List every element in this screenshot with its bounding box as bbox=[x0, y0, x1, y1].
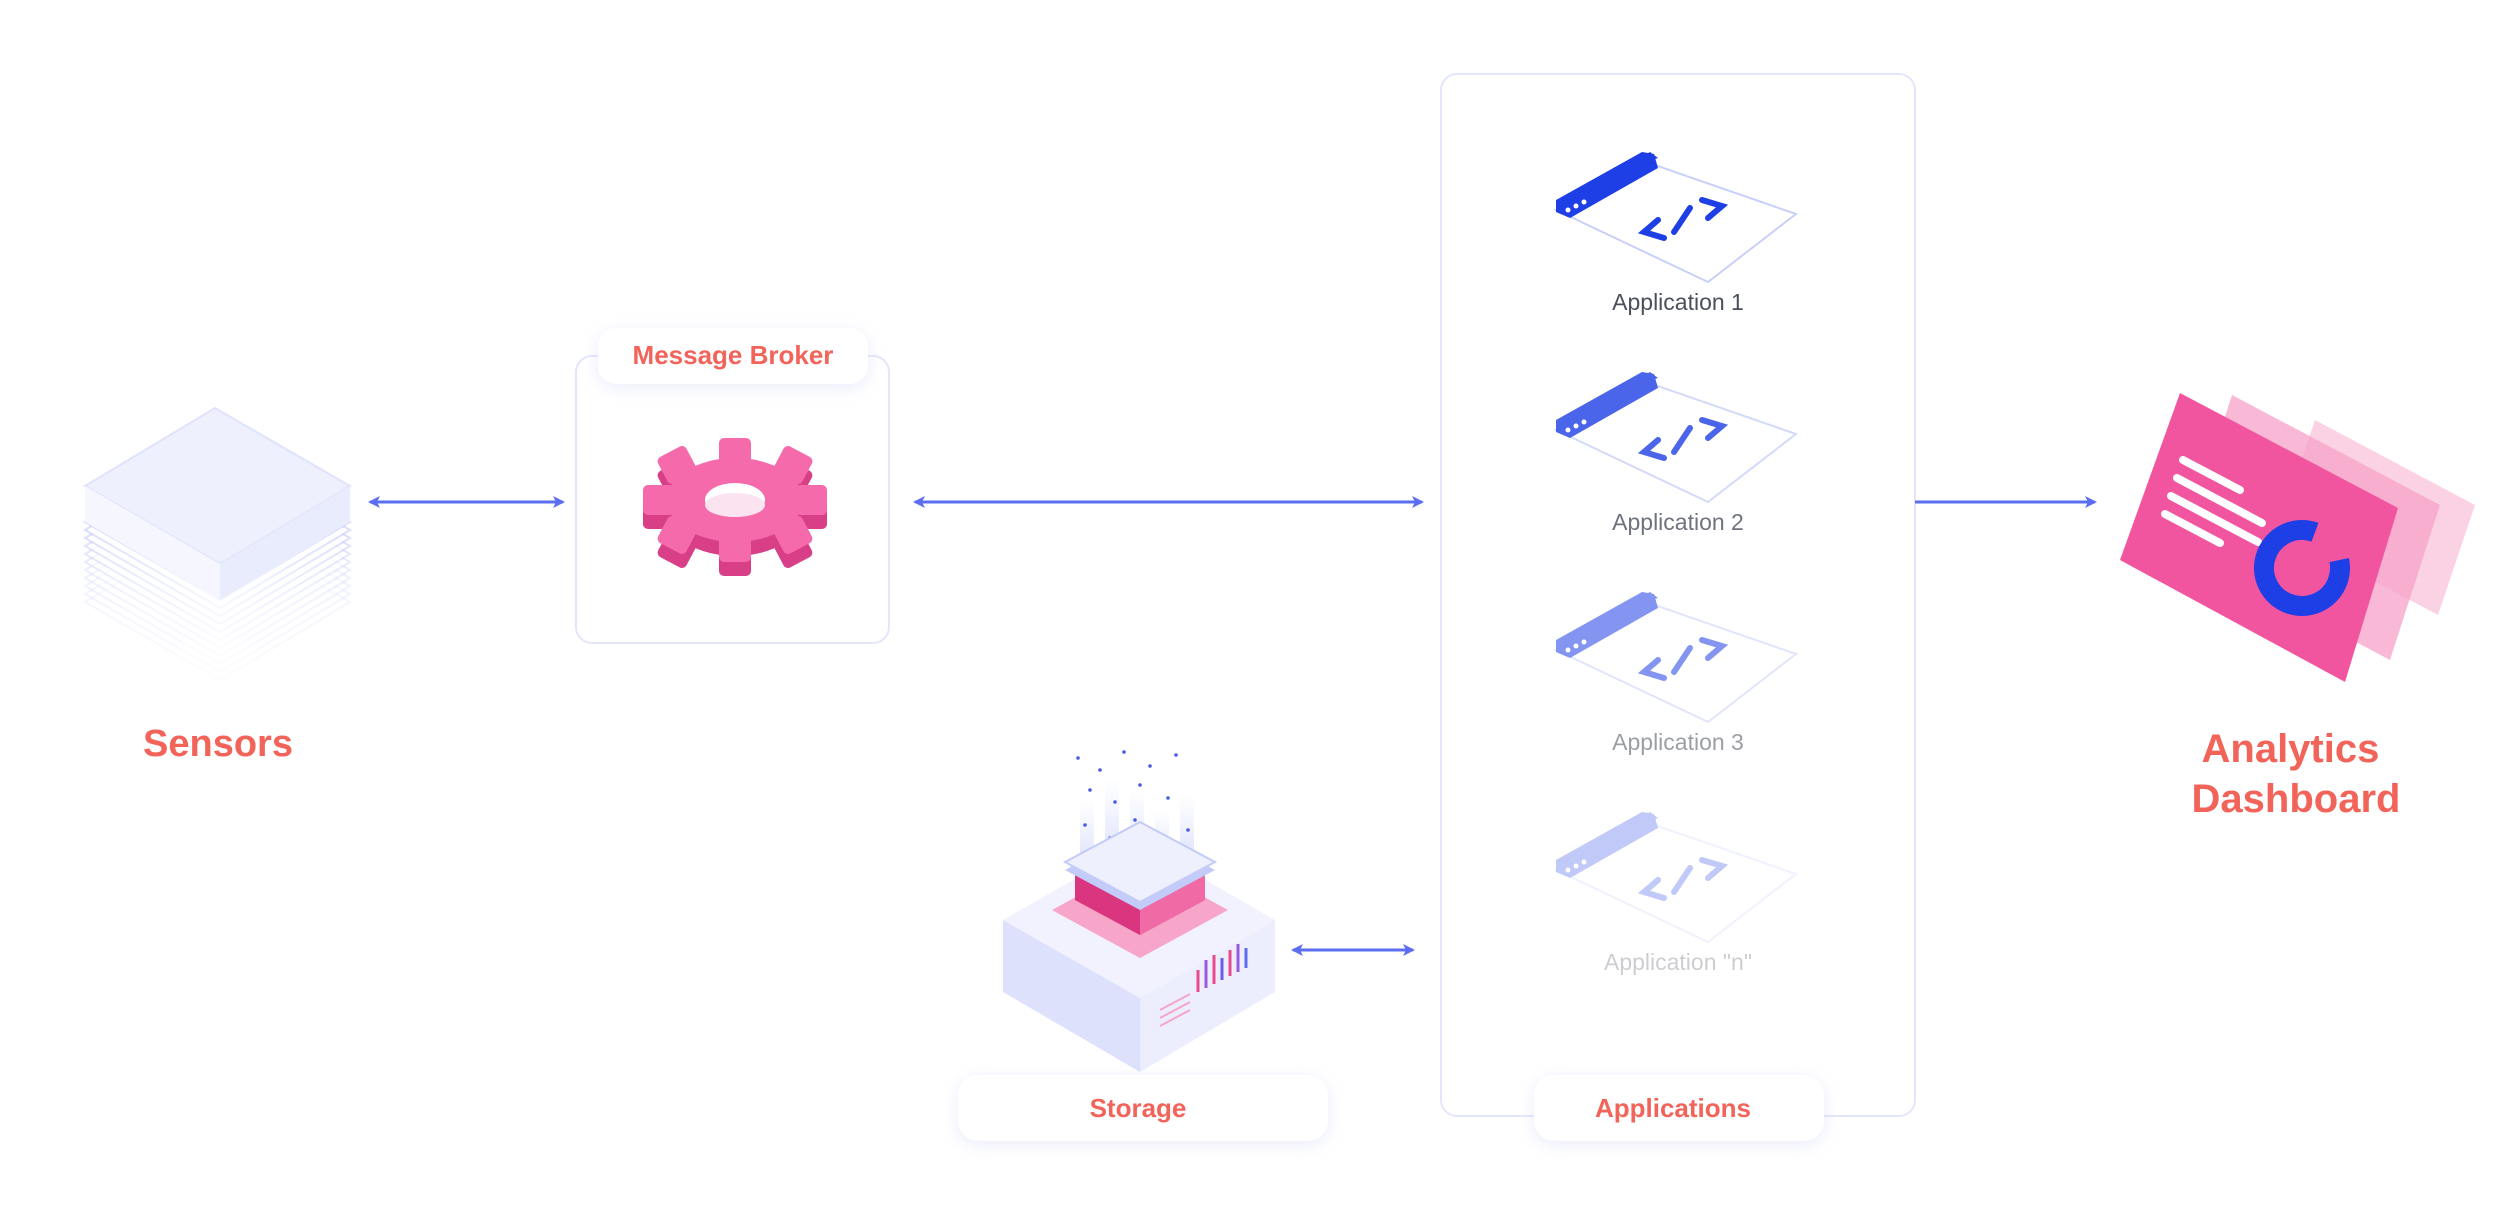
mini-bar-chart bbox=[1196, 944, 1248, 992]
applications-label-pill bbox=[1534, 1075, 1824, 1141]
application-label: Application 3 bbox=[1612, 729, 1744, 755]
analytics-dashboard-label-line1: Analytics bbox=[2202, 727, 2380, 771]
applications-label: Applications bbox=[1595, 1093, 1751, 1123]
code-window-icon bbox=[1553, 592, 1799, 724]
message-broker-label: Message Broker bbox=[633, 340, 834, 370]
connectors bbox=[368, 496, 2097, 956]
donut-chart-icon bbox=[2254, 520, 2350, 616]
dashboard-icon bbox=[2120, 393, 2475, 682]
code-window-icon bbox=[1553, 372, 1799, 504]
code-window-icon bbox=[1553, 152, 1799, 284]
sensors-label: Sensors bbox=[143, 723, 293, 765]
analytics-dashboard-label-line2: Dashboard bbox=[2192, 777, 2401, 821]
gear-icon bbox=[643, 438, 827, 576]
storage-node: Storage bbox=[958, 750, 1328, 1141]
message-broker-node: Message Broker bbox=[575, 328, 890, 644]
application-item: Application 2 bbox=[1553, 372, 1799, 535]
application-label: Application "n" bbox=[1604, 949, 1752, 975]
sensors-stack-icon bbox=[83, 406, 352, 682]
application-label: Application 2 bbox=[1612, 509, 1744, 535]
applications-node: Application 1 Application 2 Application 3 A… bbox=[1440, 73, 1916, 1141]
storage-label: Storage bbox=[1090, 1093, 1187, 1123]
message-broker-label-pill bbox=[598, 328, 868, 384]
application-item: Application 3 bbox=[1553, 592, 1799, 755]
application-item: Application "n" bbox=[1553, 812, 1799, 975]
application-list: Application 1 Application 2 Application 3 A… bbox=[1553, 152, 1799, 975]
code-window-icon bbox=[1553, 812, 1799, 944]
application-item: Application 1 bbox=[1553, 152, 1799, 315]
sensors-node: Sensors bbox=[83, 406, 352, 765]
analytics-dashboard-label: Analytics Dashboard bbox=[2192, 727, 2401, 821]
application-label: Application 1 bbox=[1612, 289, 1744, 315]
storage-label-pill bbox=[958, 1075, 1328, 1141]
analytics-dashboard-node: Analytics Dashboard bbox=[2120, 393, 2475, 821]
storage-server-icon bbox=[1003, 750, 1275, 1072]
